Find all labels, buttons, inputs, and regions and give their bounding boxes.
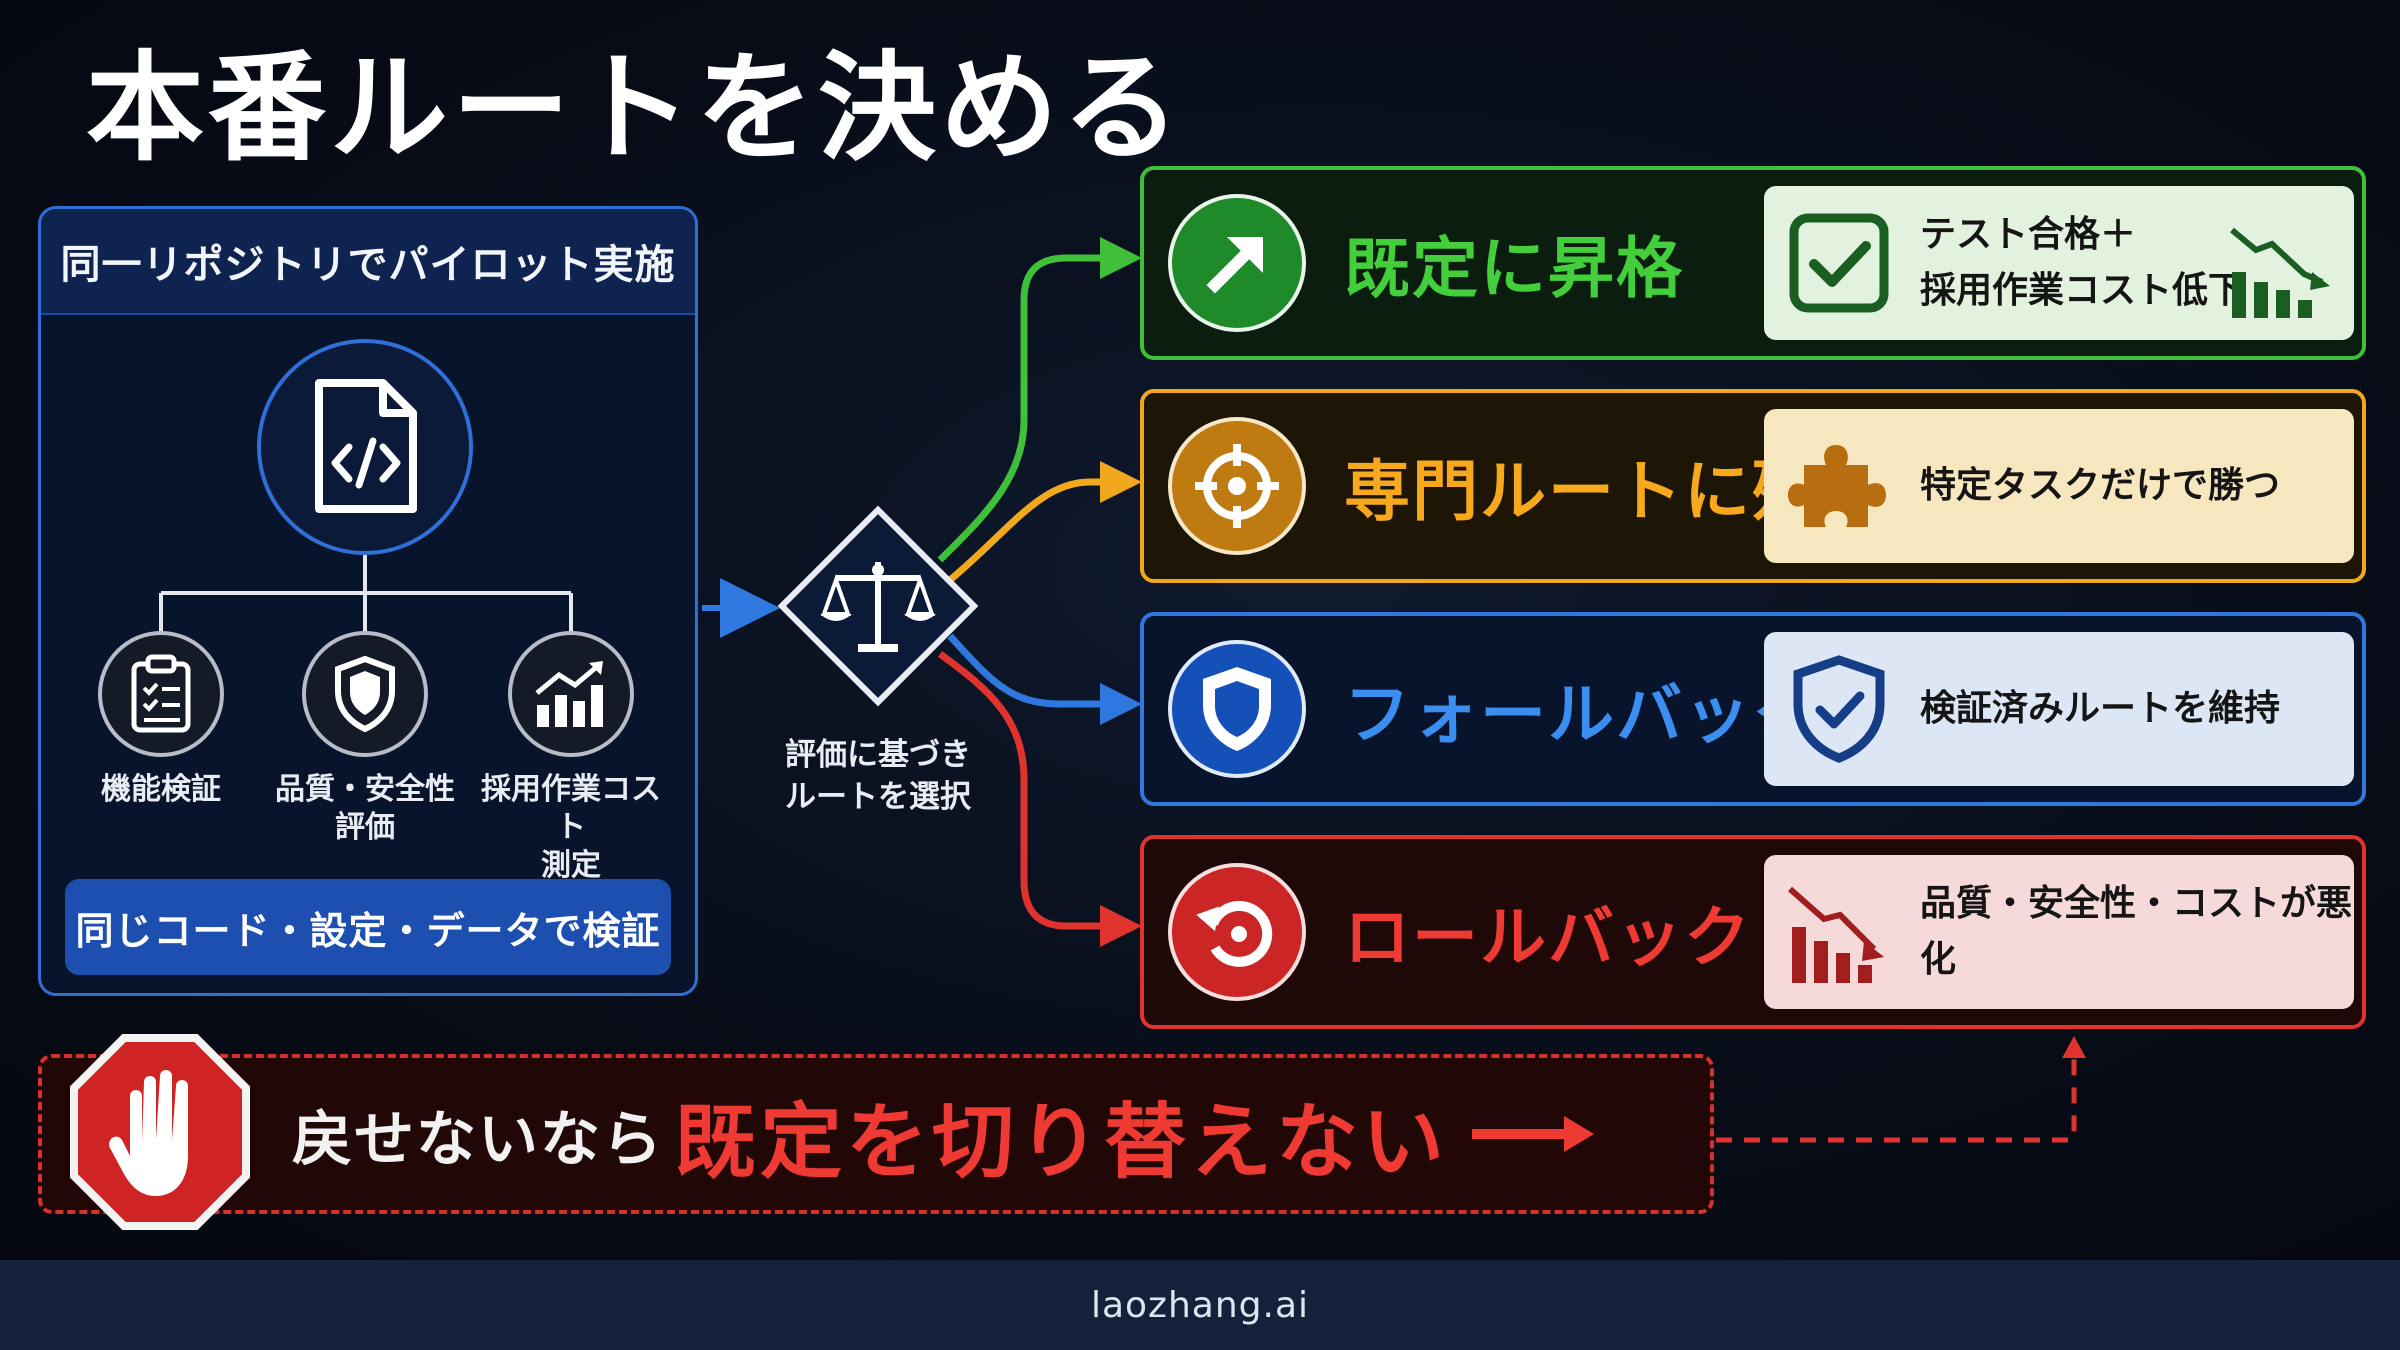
decision-diamond xyxy=(768,496,988,716)
route-title-rollback: ロールバック xyxy=(1344,899,1752,976)
check-label-cost-text: 採用作業コスト 測定 xyxy=(481,772,661,883)
clipboard-checklist-circle xyxy=(98,631,224,757)
check-label-cost: 採用作業コスト 測定 xyxy=(471,771,671,885)
check-label-quality: 品質・安全性 評価 xyxy=(265,771,465,847)
route-detail-specialist: 特定タスクだけで勝つ xyxy=(1764,409,2354,563)
balance-scale-icon xyxy=(820,562,936,652)
route-detail-rollback: 品質・安全性・コストが悪化 xyxy=(1764,855,2354,1009)
route-detail-text-rollback: 品質・安全性・コストが悪化 xyxy=(1920,855,2354,1009)
route-title-fallback: フォールバック xyxy=(1344,676,1820,753)
warning-prefix: 戻せないなら xyxy=(292,1104,664,1175)
target-circle xyxy=(1168,417,1306,555)
check-cost: 採用作業コスト 測定 xyxy=(471,631,671,885)
puzzle-piece-icon xyxy=(1788,445,1886,527)
warning-banner: 戻せないなら 既定を切り替えない xyxy=(38,1034,1714,1230)
stop-hand-icon xyxy=(70,1034,250,1230)
shield-check-icon xyxy=(1793,655,1885,763)
arrow-up-right-circle xyxy=(1168,194,1306,332)
shield-icon xyxy=(335,655,395,733)
decision-diamond-shape xyxy=(777,505,979,707)
arrow-up-right-icon xyxy=(1206,237,1263,294)
warning-arrow-icon xyxy=(1472,1116,1595,1152)
route-fallback: フォールバック 検証済みルートを維持 xyxy=(1140,612,2366,806)
warning-main: 既定を切り替えない xyxy=(674,1094,1449,1190)
shield-icon xyxy=(1203,667,1271,751)
code-file-circle xyxy=(257,339,473,555)
route-promote: 既定に昇格 テスト合格＋ 採用作業コスト低下 xyxy=(1140,166,2366,360)
decision-label: 評価に基づき ルートを選択 xyxy=(748,734,1008,818)
code-file-icon xyxy=(315,379,417,513)
pilot-footer-banner: 同じコード・設定・データで検証 xyxy=(65,879,671,975)
check-label-functional-text: 機能検証 xyxy=(101,772,221,807)
route-detail-text-fallback: 検証済みルートを維持 xyxy=(1920,632,2280,786)
route-detail-text-specialist: 特定タスクだけで勝つ xyxy=(1920,409,2280,563)
target-icon xyxy=(1195,444,1279,528)
rollback-circle xyxy=(1168,863,1306,1001)
route-detail-promote: テスト合格＋ 採用作業コスト低下 xyxy=(1764,186,2354,340)
route-specialist: 専門ルートに残す 特定タスクだけで勝つ xyxy=(1140,389,2366,583)
check-label-functional: 機能検証 xyxy=(61,771,261,809)
shield-circle xyxy=(302,631,428,757)
clipboard-checklist-icon xyxy=(131,654,191,733)
declining-cost-chart-icon xyxy=(2230,227,2330,318)
tree-connectors xyxy=(159,555,573,633)
declining-chart-icon xyxy=(1788,886,1884,983)
footer-brand: laozhang.ai xyxy=(0,1260,2400,1350)
route-detail-text-promote: テスト合格＋ 採用作業コスト低下 xyxy=(1920,186,2244,340)
warning-text: 戻せないなら 既定を切り替えない xyxy=(292,1058,1598,1210)
checkbox-icon xyxy=(1789,213,1889,313)
rising-chart-circle xyxy=(508,631,634,757)
shield-circle-fallback xyxy=(1168,640,1306,778)
decision-label-text: 評価に基づき ルートを選択 xyxy=(785,737,971,815)
route-rollback: ロールバック 品質・安全性・コストが悪化 xyxy=(1140,835,2366,1029)
rising-chart-icon xyxy=(535,661,603,727)
check-quality: 品質・安全性 評価 xyxy=(265,631,465,847)
pilot-header: 同一リポジトリでパイロット実施 xyxy=(41,209,695,315)
check-label-quality-text: 品質・安全性 評価 xyxy=(275,772,455,845)
check-functional: 機能検証 xyxy=(61,631,261,809)
route-detail-fallback: 検証済みルートを維持 xyxy=(1764,632,2354,786)
route-detail-text-rollback-value: 品質・安全性・コストが悪化 xyxy=(1920,883,2353,980)
rollback-icon xyxy=(1196,900,1273,967)
route-title-promote: 既定に昇格 xyxy=(1344,230,1684,307)
page-title: 本番ルートを決める xyxy=(86,39,1185,177)
pilot-panel: 同一リポジトリでパイロット実施 機能検証 xyxy=(38,206,698,996)
route-detail-text-specialist-value: 特定タスクだけで勝つ xyxy=(1920,465,2281,506)
route-detail-text-fallback-value: 検証済みルートを維持 xyxy=(1920,688,2281,729)
route-detail-text-promote-value: テスト合格＋ 採用作業コスト低下 xyxy=(1920,214,2245,311)
